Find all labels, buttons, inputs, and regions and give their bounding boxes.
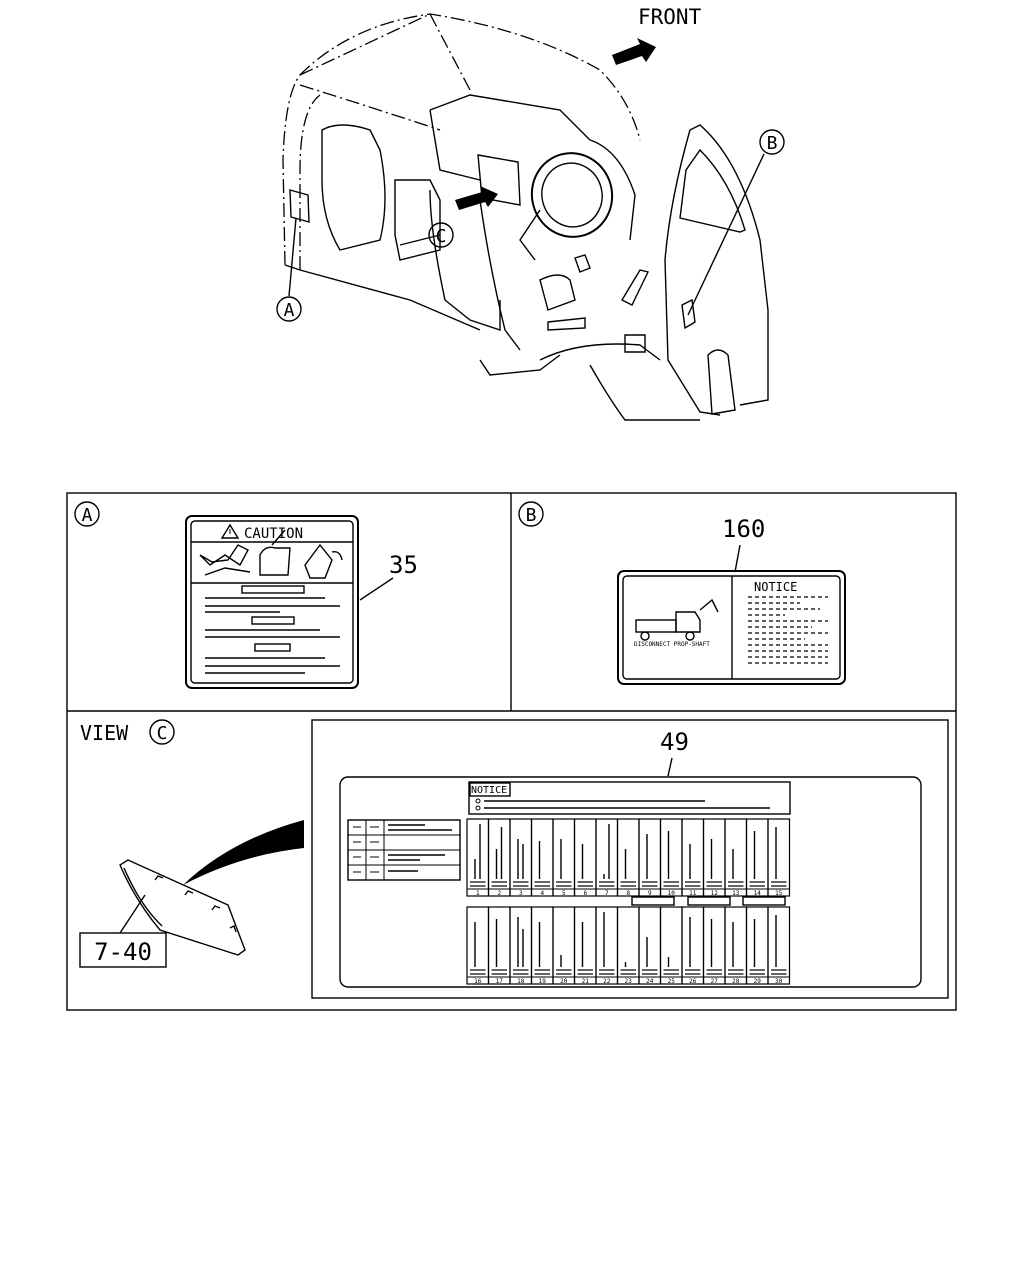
panel-b-letter: B: [526, 505, 537, 526]
callout-a: A: [276, 296, 302, 322]
fuse-slot: 6: [573, 818, 597, 897]
fuse-number: 23: [625, 978, 633, 985]
fuse-number: 22: [603, 978, 611, 985]
fuse-slot: 4: [530, 818, 554, 897]
panel-a: A CAUTION: [74, 501, 418, 689]
fuse-slot: 3: [509, 818, 533, 897]
fuse-slot: 30: [767, 906, 791, 985]
fuse-number: 26: [689, 978, 697, 985]
part-number-35: 35: [389, 551, 418, 579]
caution-label: CAUTION: [185, 515, 359, 689]
fuse-number: 24: [646, 978, 654, 985]
fuse-number: 16: [474, 978, 482, 985]
callout-b: B: [759, 129, 785, 155]
fuse-number: 27: [711, 978, 719, 985]
fuse-slot: 23: [616, 906, 640, 985]
fuse-slot: 5: [552, 818, 576, 897]
fuse-number: 9: [648, 890, 652, 897]
fuse-slot: 22: [595, 906, 619, 985]
person-icon: [199, 544, 251, 576]
fuse-slot: 24: [638, 906, 662, 985]
fuse-slot: 15: [767, 818, 791, 897]
fuse-slot: 25: [659, 906, 683, 985]
fuse-slot: 2: [487, 818, 511, 897]
truck-icon: [635, 598, 719, 641]
fuse-notice-title: NOTICE: [471, 785, 507, 796]
panel-a-letter: A: [82, 505, 93, 526]
detail-frame: [66, 492, 957, 1011]
fuse-slot: 11: [681, 818, 705, 897]
fuse-slot: 13: [724, 818, 748, 897]
fuse-number: 8: [626, 890, 630, 897]
fuse-number: 1: [476, 890, 480, 897]
view-label: VIEW: [80, 721, 129, 745]
panel-b: B 160 NOTICE DISCONNECT PROP-SHAFT: [518, 501, 846, 685]
fuse-number: 15: [775, 890, 783, 897]
fuse-slot: 12: [702, 818, 726, 897]
part-number-160: 160: [722, 515, 765, 543]
fuse-number: 5: [562, 890, 566, 897]
fuse-slot: 28: [724, 906, 748, 985]
fuse-number: 20: [560, 978, 568, 985]
fuse-number: 2: [497, 890, 501, 897]
panel-c: VIEW C 7-40 49 NOTICE: [79, 719, 949, 999]
fuse-label: NOTICE: [339, 776, 922, 988]
fuse-slot: 19: [530, 906, 554, 985]
fuse-number: 12: [711, 890, 719, 897]
fuse-number: 19: [539, 978, 547, 985]
notice-title: NOTICE: [754, 580, 797, 594]
fuse-number: 7: [605, 890, 609, 897]
callout-a-letter: A: [284, 300, 295, 321]
fuse-slot: 29: [745, 906, 769, 985]
fuse-number: 21: [582, 978, 590, 985]
cab-illustration: [282, 13, 769, 421]
fuse-number: 13: [732, 890, 740, 897]
front-label: FRONT: [638, 5, 702, 29]
fuse-number: 18: [517, 978, 525, 985]
fuse-slot: 16: [466, 906, 490, 985]
fuse-number: 11: [689, 890, 697, 897]
callout-b-letter: B: [767, 133, 778, 154]
fuse-number: 25: [668, 978, 676, 985]
fuse-number: 4: [540, 890, 544, 897]
fuse-slot: 20: [552, 906, 576, 985]
fuse-slot: 10: [659, 818, 683, 897]
fuse-slot: 21: [573, 906, 597, 985]
fuse-legend-table: [347, 819, 461, 881]
notice-caption: DISCONNECT PROP-SHAFT: [634, 641, 710, 648]
fuse-number: 10: [668, 890, 676, 897]
fuse-slot: 18: [509, 906, 533, 985]
fuse-number: 6: [583, 890, 587, 897]
fuse-slot: 1: [466, 818, 490, 897]
callout-c-letter: C: [436, 226, 447, 247]
cab-tilted-icon: [304, 543, 343, 579]
fuse-slot: 26: [681, 906, 705, 985]
fuse-slot: 8: [616, 818, 640, 897]
fuse-number: 30: [775, 978, 783, 985]
fuse-slot: 17: [487, 906, 511, 985]
fuse-number: 28: [732, 978, 740, 985]
fuse-number: 17: [496, 978, 504, 985]
notice-text-lines: [748, 596, 828, 664]
fuse-number: 3: [519, 890, 523, 897]
ref-box-7-40: 7-40: [94, 938, 152, 966]
warning-icon: [220, 523, 240, 539]
fuse-number: 29: [754, 978, 762, 985]
fuse-number: 14: [754, 890, 762, 897]
tilt-cab-icon: [259, 529, 291, 576]
view-pointer: [183, 820, 304, 885]
fuse-slot: 27: [702, 906, 726, 985]
notice-label: NOTICE DISCONNECT PROP-SHAFT: [617, 570, 846, 685]
panel-c-letter: C: [157, 723, 168, 744]
part-number-49: 49: [660, 728, 689, 756]
caution-title: CAUTION: [244, 526, 303, 542]
fuse-slot: 9: [638, 818, 662, 897]
fuse-slot: 7: [595, 818, 619, 897]
fuse-row-2: 16 17 18 19 20 21 22 23 24 25 26 27 28 29 30: [466, 906, 791, 985]
callout-c: C: [428, 222, 454, 248]
fuse-slot: 14: [745, 818, 769, 897]
